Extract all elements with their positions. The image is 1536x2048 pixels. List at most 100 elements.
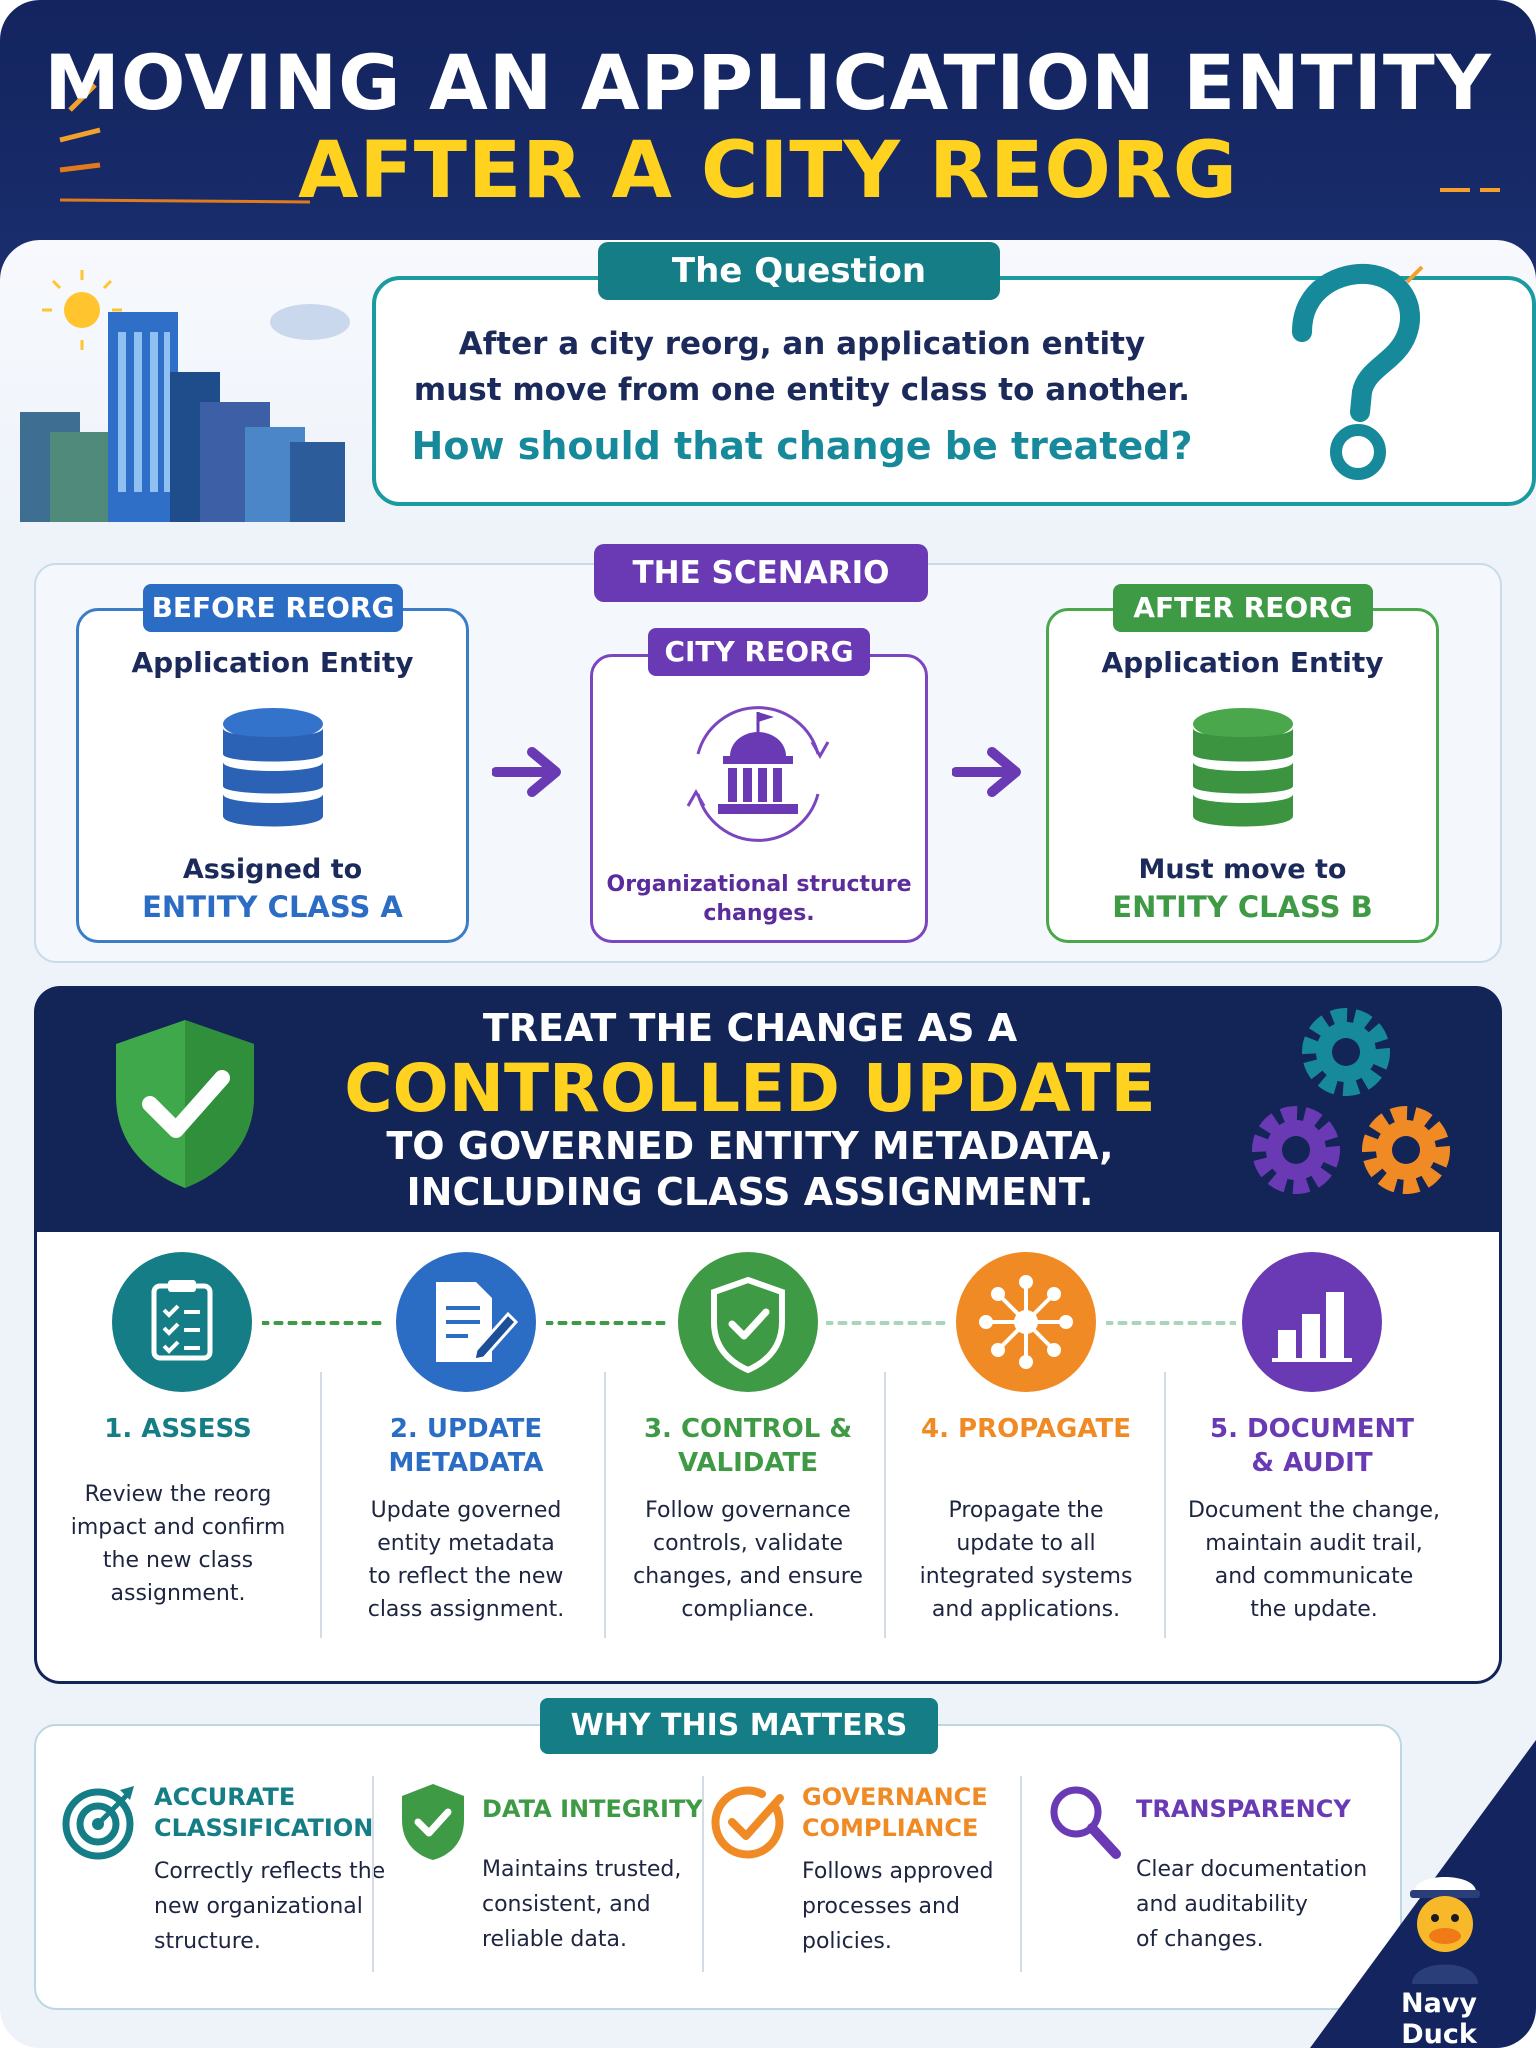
- banner-line-4: INCLUDING CLASS ASSIGNMENT.: [406, 1170, 1094, 1214]
- step-4-desc-line-1: Propagate the: [948, 1498, 1104, 1523]
- arrow-right-icon: [952, 747, 1021, 797]
- step-5-title-line-1: 5. DOCUMENT: [1209, 1414, 1415, 1444]
- sparkle-decoration-right: [1440, 188, 1500, 192]
- step-4-title-line-1: 4. PROPAGATE: [921, 1414, 1131, 1444]
- why-item-1-desc-line-3: structure.: [154, 1929, 261, 1954]
- light-streak-decoration: [60, 198, 311, 204]
- why-item-3-desc-line-2: processes and: [802, 1894, 960, 1919]
- why-item-4-desc-line-3: of changes.: [1136, 1927, 1264, 1952]
- city-skyline-illustration: [20, 270, 350, 522]
- question-text-line-1: After a city reorg, an application entit…: [458, 326, 1146, 362]
- step-4-description: Propagate the update to all integrated s…: [892, 1494, 1160, 1626]
- why-item-4-desc-line-2: and auditability: [1136, 1892, 1308, 1917]
- step-connector-1: [262, 1321, 386, 1325]
- target-icon: [62, 1786, 134, 1860]
- why-item-2-title: DATA INTEGRITY: [482, 1795, 703, 1823]
- document-edit-icon: [436, 1282, 519, 1362]
- shield-check-icon: [402, 1784, 464, 1860]
- step-1-desc-line-2: impact and confirm: [70, 1515, 286, 1540]
- title-line-2: AFTER A CITY REORG: [298, 126, 1238, 216]
- arrow-right-icon: [492, 747, 561, 797]
- step-5-title-line-2: & AUDIT: [1251, 1448, 1373, 1478]
- step-4-icon: [956, 1252, 1096, 1392]
- brand-label: Navy Duck: [1400, 1988, 1478, 2048]
- step-2-icon: [396, 1252, 536, 1392]
- step-1-title-line-1: 1. ASSESS: [104, 1414, 252, 1444]
- before-card-title: Application Entity: [131, 646, 414, 679]
- why-item-3-title: GOVERNANCE COMPLIANCE: [802, 1782, 988, 1844]
- question-tab: The Question: [598, 242, 1000, 300]
- gears-icon: [1252, 1008, 1450, 1194]
- why-item-3-description: Follows approved processes and policies.: [802, 1854, 993, 1959]
- city-hall-cycle-icon: [686, 706, 830, 842]
- step-divider: [320, 1372, 322, 1638]
- sparkle-decoration-left: [59, 83, 101, 173]
- step-5-description: Document the change, maintain audit trai…: [1178, 1494, 1450, 1626]
- scenario-tab: THE SCENARIO: [594, 544, 928, 602]
- step-5-title: 5. DOCUMENT & AUDIT: [1178, 1412, 1446, 1480]
- network-hub-icon: [979, 1275, 1073, 1369]
- shield-check-icon: [116, 1020, 254, 1188]
- before-reorg-tab: BEFORE REORG: [143, 584, 403, 632]
- why-item-4-description: Clear documentation and auditability of …: [1136, 1852, 1367, 1957]
- clipboard-checklist-icon: [151, 1280, 213, 1361]
- step-2-title-line-2: METADATA: [388, 1448, 544, 1478]
- why-item-3-title-line-2: COMPLIANCE: [802, 1814, 979, 1842]
- step-2-title: 2. UPDATE METADATA: [332, 1412, 600, 1480]
- step-2-desc-line-2: entity metadata: [377, 1531, 555, 1556]
- step-3-title-line-2: VALIDATE: [678, 1448, 818, 1478]
- step-connector-3: [826, 1321, 948, 1325]
- step-divider: [1164, 1372, 1166, 1638]
- step-3-desc-line-4: compliance.: [681, 1597, 815, 1622]
- why-item-1-description: Correctly reflects the new organizationa…: [154, 1854, 385, 1959]
- title-line-1: MOVING AN APPLICATION ENTITY: [44, 38, 1492, 127]
- step-1-title: 1. ASSESS: [44, 1412, 312, 1446]
- step-5-desc-line-2: maintain audit trail,: [1205, 1531, 1423, 1556]
- banner-line-1: TREAT THE CHANGE AS A: [482, 1006, 1018, 1050]
- why-item-1-title-line-2: CLASSIFICATION: [154, 1814, 374, 1842]
- why-item-1-title-line-1: ACCURATE: [154, 1783, 296, 1811]
- step-5-icon: [1242, 1252, 1382, 1392]
- question-mark-icon: [1292, 263, 1424, 480]
- why-item-1-desc-line-2: new organizational: [154, 1894, 363, 1919]
- step-2-desc-line-4: class assignment.: [367, 1597, 565, 1622]
- banner-line-3: TO GOVERNED ENTITY METADATA,: [386, 1124, 1114, 1168]
- why-item-2-desc-line-3: reliable data.: [482, 1927, 627, 1952]
- after-reorg-tab: AFTER REORG: [1113, 584, 1373, 632]
- question-highlight: How should that change be treated?: [411, 424, 1193, 468]
- step-5-desc-line-4: the update.: [1250, 1597, 1378, 1622]
- question-text-line-2: must move from one entity class to anoth…: [413, 372, 1191, 408]
- step-divider: [884, 1372, 886, 1638]
- bar-chart-icon: [1272, 1292, 1352, 1362]
- database-icon-blue: [223, 708, 323, 827]
- before-entity-class: ENTITY CLASS A: [142, 890, 403, 924]
- why-item-3-desc-line-3: policies.: [802, 1929, 892, 1954]
- before-reorg-card: [76, 608, 469, 943]
- database-icon-green: [1193, 708, 1293, 827]
- city-reorg-description: Organizational structure changes.: [590, 870, 928, 928]
- step-3-title: 3. CONTROL & VALIDATE: [614, 1412, 882, 1480]
- why-item-4-title: TRANSPARENCY: [1136, 1795, 1351, 1823]
- why-item-1-desc-line-1: Correctly reflects the: [154, 1859, 386, 1884]
- step-2-desc-line-1: Update governed: [370, 1498, 562, 1523]
- step-1-icon: [112, 1252, 252, 1392]
- why-item-4-desc-line-1: Clear documentation: [1136, 1857, 1368, 1882]
- step-3-title-line-1: 3. CONTROL &: [643, 1414, 853, 1444]
- navy-duck-mascot-icon: [1410, 1877, 1480, 1984]
- step-1-desc-line-3: the new class: [102, 1548, 254, 1573]
- step-3-desc-line-2: controls, validate: [652, 1531, 844, 1556]
- why-this-matters-tab: WHY THIS MATTERS: [540, 1698, 938, 1754]
- step-connector-4: [1106, 1321, 1236, 1325]
- step-3-desc-line-1: Follow governance: [645, 1498, 851, 1523]
- magnifier-icon: [1050, 1786, 1121, 1859]
- before-card-subtitle: Assigned to: [182, 854, 363, 885]
- after-card-subtitle: Must move to: [1138, 854, 1347, 885]
- why-divider: [1020, 1776, 1022, 1972]
- step-3-desc-line-3: changes, and ensure: [633, 1564, 863, 1589]
- why-item-3-title-line-1: GOVERNANCE: [802, 1783, 988, 1811]
- why-item-2-desc-line-1: Maintains trusted,: [482, 1857, 682, 1882]
- why-item-2-desc-line-2: consistent, and: [482, 1892, 651, 1917]
- step-4-desc-line-4: and applications.: [931, 1597, 1121, 1622]
- why-divider: [702, 1776, 704, 1972]
